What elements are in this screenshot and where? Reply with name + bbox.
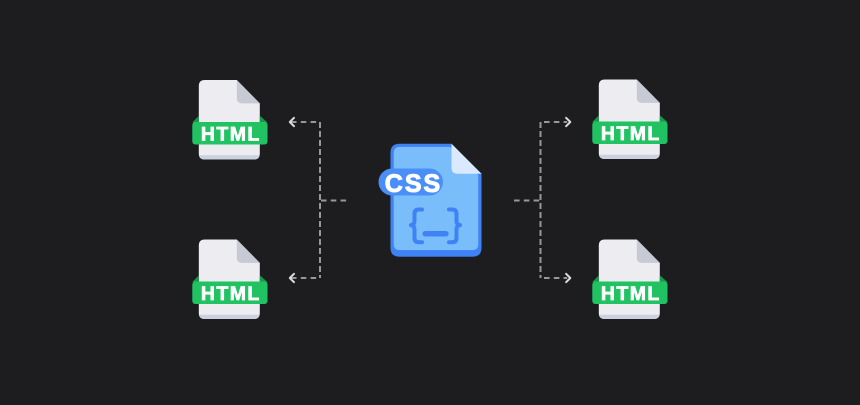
svg-text:CSS: CSS [385, 170, 442, 198]
